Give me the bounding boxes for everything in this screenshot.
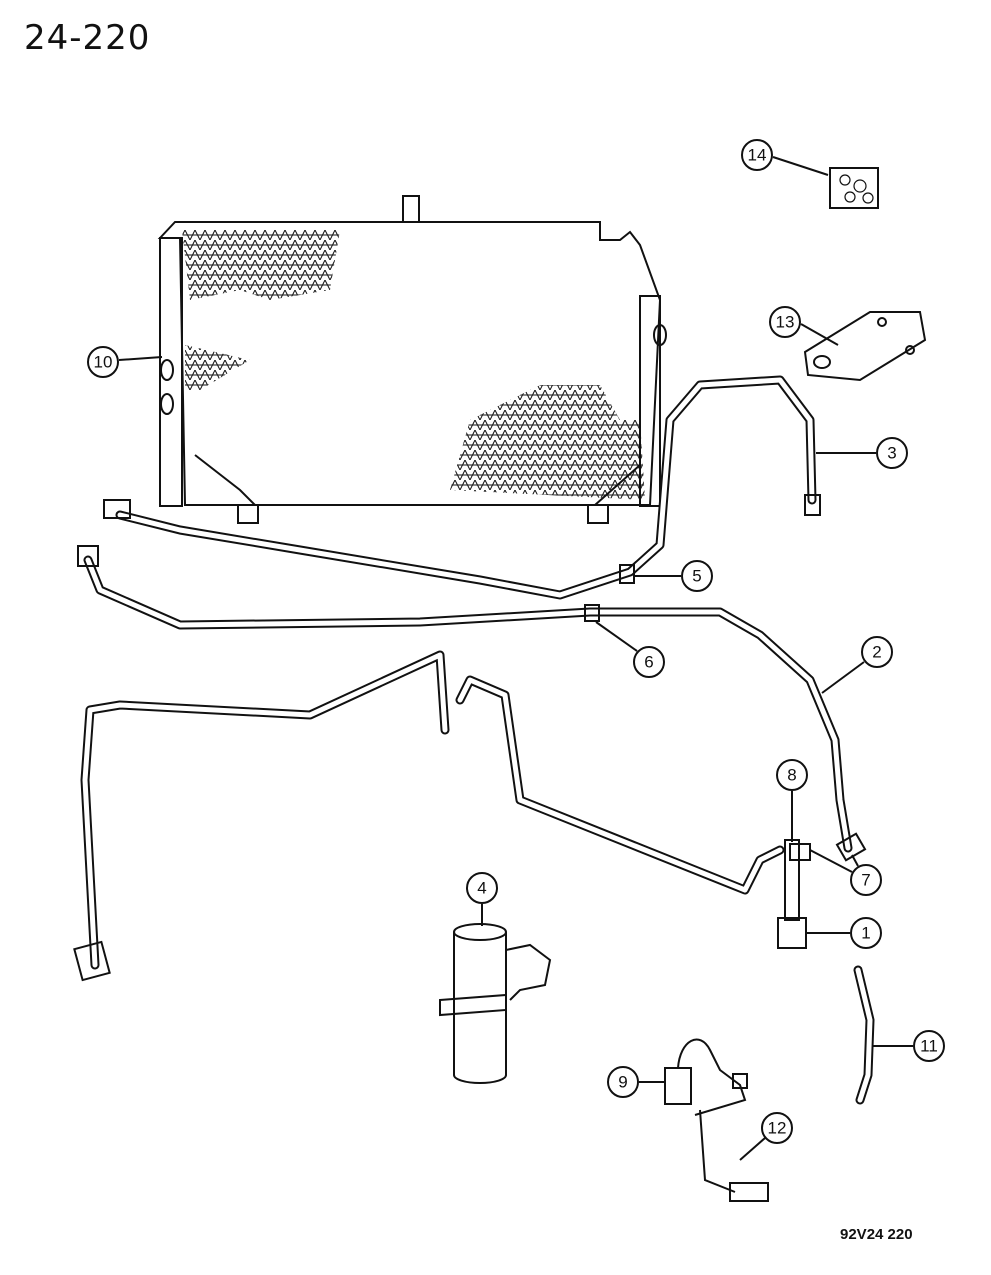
svg-text:6: 6 xyxy=(644,653,653,672)
callout-11: 11 xyxy=(872,1030,945,1062)
svg-text:3: 3 xyxy=(887,444,896,463)
svg-text:2: 2 xyxy=(872,643,881,662)
part-13-bracket xyxy=(803,311,927,382)
condenser xyxy=(157,195,667,524)
callout-14: 14 xyxy=(741,139,829,176)
callout-10: 10 xyxy=(87,346,163,378)
callout-9: 9 xyxy=(607,1066,665,1098)
hose-lines xyxy=(73,375,867,982)
callout-7: 7 xyxy=(809,849,882,896)
svg-text:1: 1 xyxy=(861,924,870,943)
part-9-12-switch-harness xyxy=(664,1038,769,1202)
figure-code: 92V24 220 xyxy=(840,1226,913,1243)
svg-text:14: 14 xyxy=(748,146,767,165)
callout-5: 5 xyxy=(634,560,713,592)
svg-text:4: 4 xyxy=(477,879,486,898)
callout-3: 3 xyxy=(816,437,908,469)
callout-8: 8 xyxy=(776,759,808,842)
part-4-receiver-drier xyxy=(439,923,552,1084)
callout-12: 12 xyxy=(739,1112,793,1161)
page-number: 24-220 xyxy=(24,18,151,58)
svg-text:10: 10 xyxy=(94,353,113,372)
svg-text:12: 12 xyxy=(768,1119,787,1138)
callout-4: 4 xyxy=(466,872,498,926)
callout-6: 6 xyxy=(595,621,665,678)
callout-2: 2 xyxy=(821,636,893,694)
part-14-seal-kit xyxy=(829,167,879,209)
svg-text:11: 11 xyxy=(920,1037,938,1056)
callout-1: 1 xyxy=(806,917,882,949)
svg-text:13: 13 xyxy=(776,313,795,332)
callout-13: 13 xyxy=(769,306,839,346)
svg-text:5: 5 xyxy=(692,567,701,586)
svg-text:8: 8 xyxy=(787,766,796,785)
svg-text:7: 7 xyxy=(861,871,870,890)
part-1-8-fitting xyxy=(777,839,811,949)
svg-text:9: 9 xyxy=(618,1073,627,1092)
